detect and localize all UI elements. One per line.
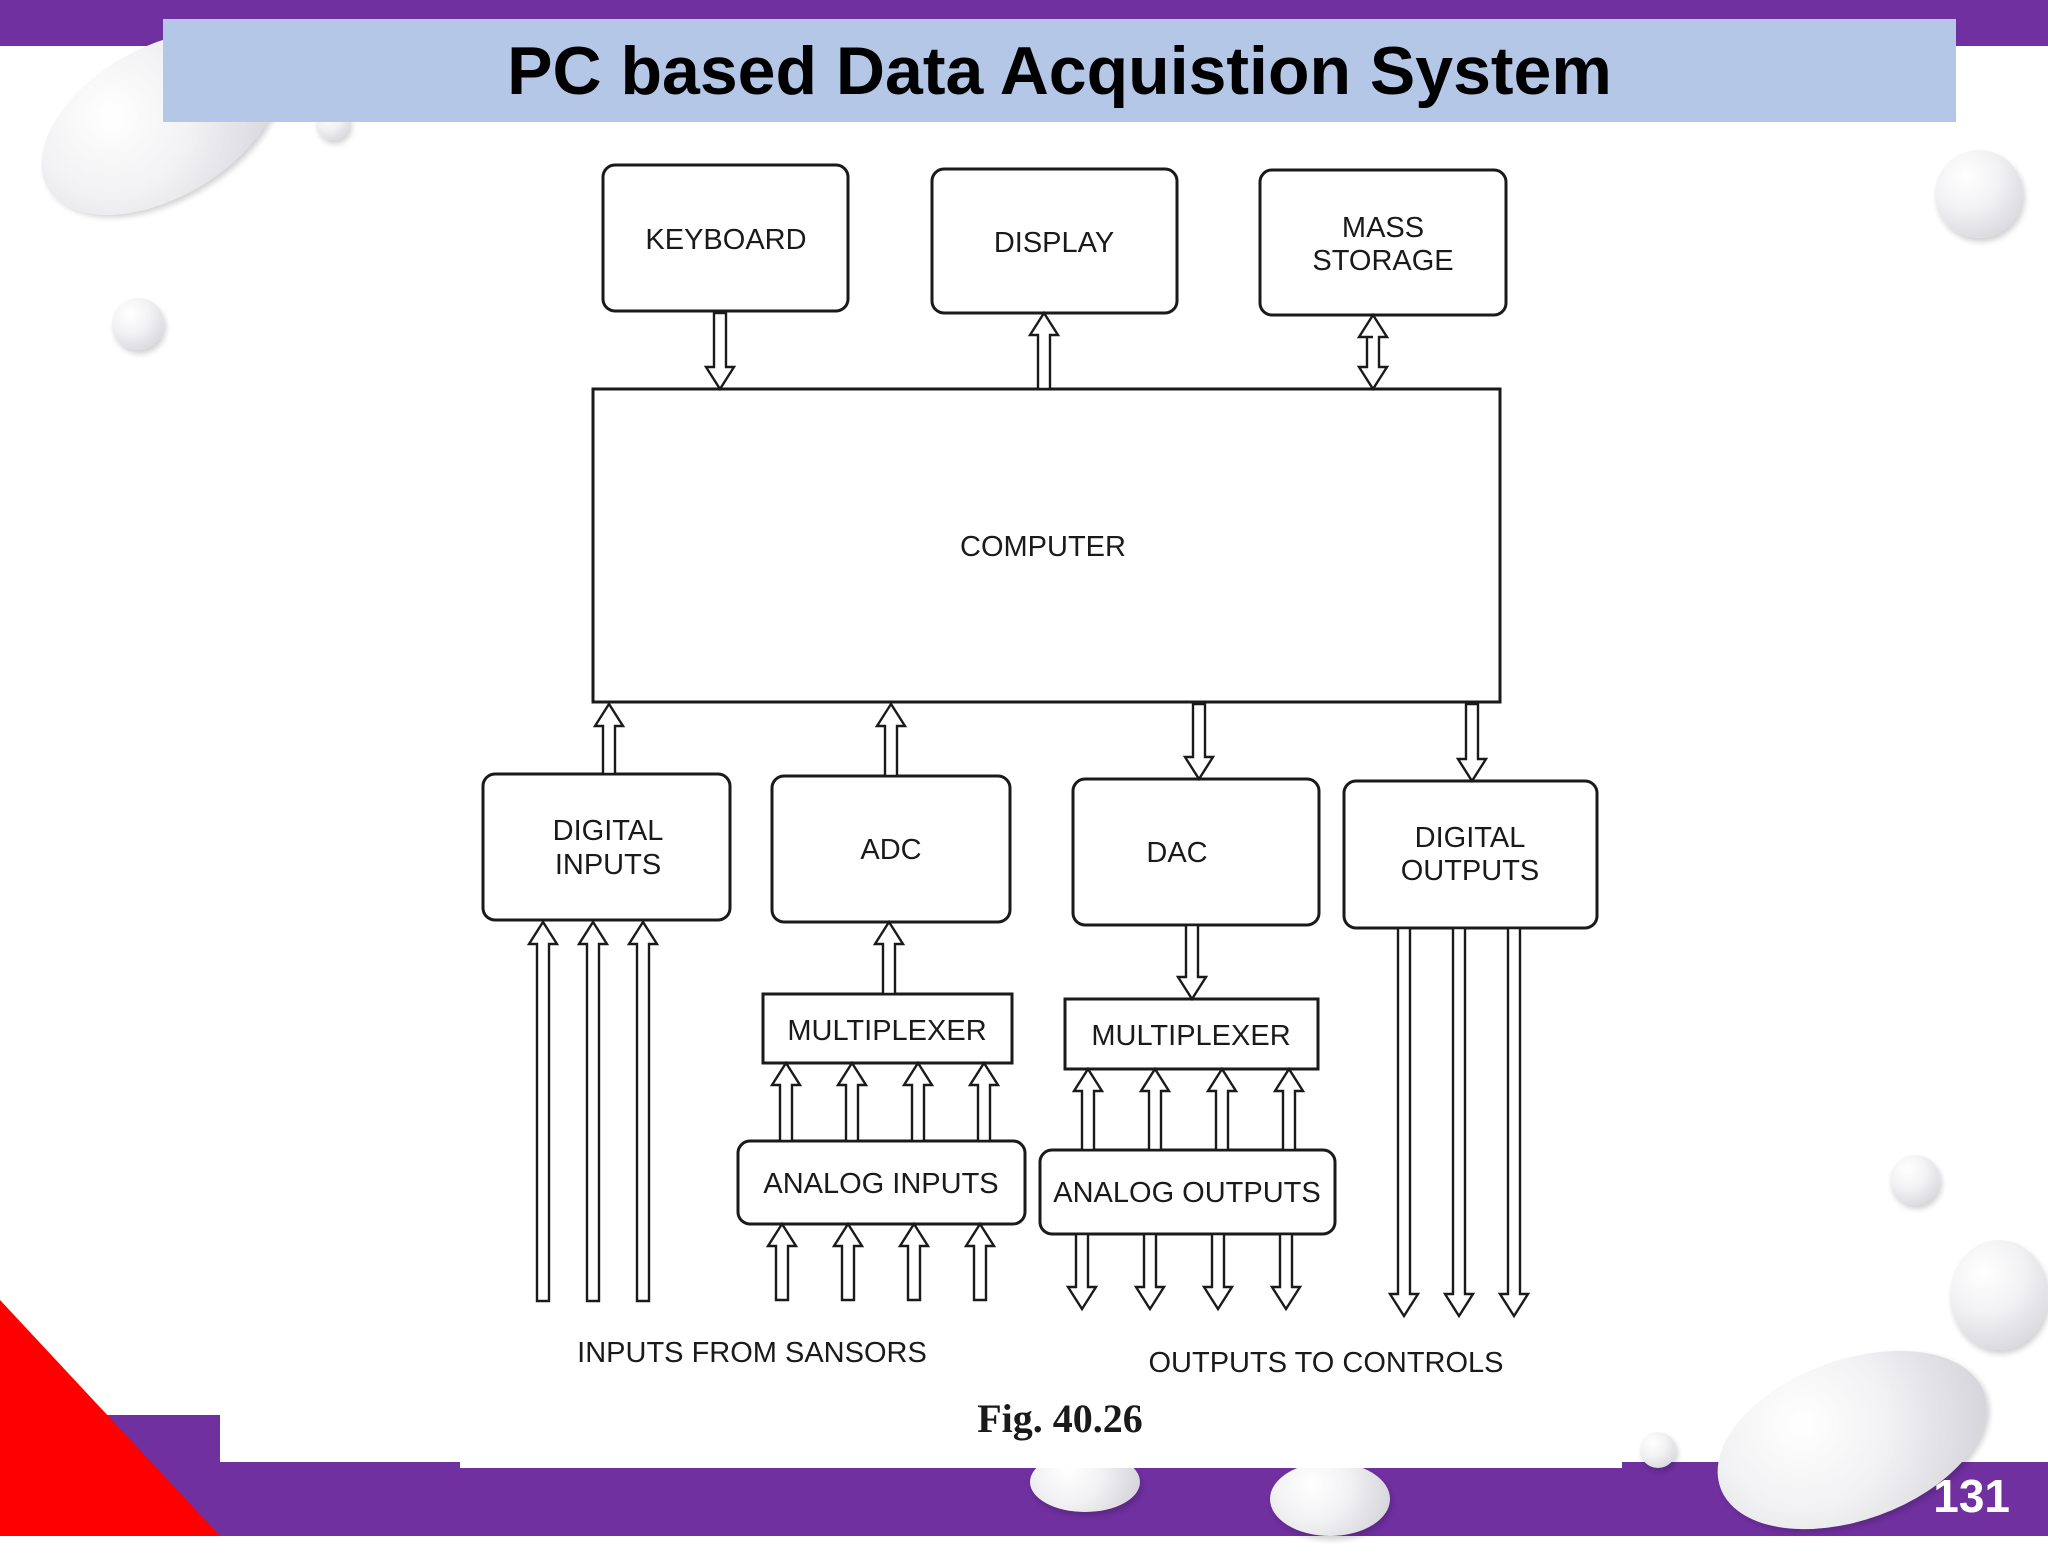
analog-inputs-label: ANALOG INPUTS <box>763 1168 998 1200</box>
slide-title: PC based Data Acquistion System <box>507 32 1612 109</box>
diagram-labels: KEYBOARD DISPLAY MASS STORAGE COMPUTER D… <box>553 212 1540 1441</box>
adc-label: ADC <box>860 834 921 866</box>
sensor-input-arrow <box>963 1221 997 1302</box>
control-output-arrow <box>1269 1232 1303 1312</box>
control-output-arrow <box>1201 1232 1235 1312</box>
multiplexer-out-box <box>1063 997 1320 1071</box>
sensor-input-arrow <box>765 1221 799 1302</box>
keyboard-to-computer-arrow <box>703 311 737 392</box>
mass-storage-label-line1: MASS <box>1342 212 1424 244</box>
display-label: DISPLAY <box>994 227 1114 259</box>
inputs-from-sensors-label: INPUTS FROM SANSORS <box>577 1337 927 1369</box>
diagram-arrows <box>526 310 1531 1319</box>
water-drop-decoration <box>1950 1240 2048 1350</box>
analog-in-to-multiplexer-arrow <box>901 1060 935 1143</box>
water-drop-decoration <box>1270 1462 1390 1536</box>
figure-panel: KEYBOARD DISPLAY MASS STORAGE COMPUTER D… <box>460 125 1622 1468</box>
computer-to-dac-arrow <box>1182 702 1216 782</box>
control-output-arrow <box>1065 1232 1099 1312</box>
water-drop-decoration <box>1935 150 2023 238</box>
computer-to-display-arrow <box>1027 310 1061 391</box>
multiplexer-in-label: MULTIPLEXER <box>787 1015 986 1047</box>
digital-output-line-arrow <box>1387 926 1421 1319</box>
digital-inputs-to-computer-arrow <box>592 701 626 776</box>
multiplexer-out-label: MULTIPLEXER <box>1091 1020 1290 1052</box>
adc-to-computer-arrow <box>874 701 908 778</box>
title-bar: PC based Data Acquistion System <box>163 19 1956 122</box>
digital-outputs-label-line1: DIGITAL <box>1415 822 1526 854</box>
analog-in-to-multiplexer-arrow <box>967 1060 1001 1143</box>
multiplexer-to-analog-out-arrow <box>1138 1066 1172 1152</box>
keyboard-box <box>601 163 850 313</box>
diagram-boxes <box>481 163 1599 1236</box>
multiplexer-in-box <box>761 992 1014 1065</box>
analog-in-to-multiplexer-arrow <box>769 1060 803 1143</box>
computer-box <box>591 387 1502 704</box>
mass-storage-box <box>1258 168 1508 317</box>
block-diagram: KEYBOARD DISPLAY MASS STORAGE COMPUTER D… <box>481 163 1599 1441</box>
multiplexer-to-analog-out-arrow <box>1071 1066 1105 1152</box>
slide-page-number: 131 <box>1933 1470 2010 1522</box>
keyboard-label: KEYBOARD <box>645 224 806 256</box>
dac-label: DAC <box>1146 837 1207 869</box>
mass-storage-label-line2: STORAGE <box>1312 245 1453 277</box>
digital-input-line-arrow <box>626 919 660 1303</box>
dac-to-multiplexer-arrow <box>1175 923 1209 1002</box>
display-box <box>930 167 1179 315</box>
digital-outputs-label-line2: OUTPUTS <box>1401 855 1540 887</box>
multiplexer-to-analog-out-arrow <box>1272 1066 1306 1152</box>
analog-in-to-multiplexer-arrow <box>835 1060 869 1143</box>
analog-outputs-box <box>1038 1148 1337 1236</box>
digital-output-line-arrow <box>1442 926 1476 1319</box>
water-drop-decoration <box>112 298 164 350</box>
digital-inputs-label-line2: INPUTS <box>555 849 661 881</box>
computer-label: COMPUTER <box>960 531 1126 563</box>
sensor-input-arrow <box>831 1221 865 1302</box>
red-corner-accent <box>0 1300 220 1536</box>
computer-to-digital-outputs-arrow <box>1455 702 1489 784</box>
digital-input-line-arrow <box>576 919 610 1303</box>
multiplexer-to-analog-out-arrow <box>1205 1066 1239 1152</box>
digital-outputs-box <box>1342 779 1599 930</box>
multiplexer-to-adc-arrow <box>872 919 906 996</box>
analog-outputs-label: ANALOG OUTPUTS <box>1053 1177 1321 1209</box>
digital-inputs-box <box>481 772 732 922</box>
digital-inputs-label-line1: DIGITAL <box>553 815 664 847</box>
bottom-purple-band <box>0 1462 2048 1536</box>
digital-input-line-arrow <box>526 919 560 1303</box>
mass-storage-bidirectional-arrow <box>1356 312 1390 392</box>
outputs-to-controls-label: OUTPUTS TO CONTROLS <box>1148 1347 1503 1379</box>
figure-caption: Fig. 40.26 <box>977 1396 1143 1441</box>
analog-inputs-box <box>736 1139 1027 1226</box>
control-output-arrow <box>1133 1232 1167 1312</box>
water-drop-decoration <box>1890 1155 1940 1205</box>
digital-output-line-arrow <box>1497 926 1531 1319</box>
sensor-input-arrow <box>897 1221 931 1302</box>
water-drop-decoration <box>1640 1432 1676 1468</box>
